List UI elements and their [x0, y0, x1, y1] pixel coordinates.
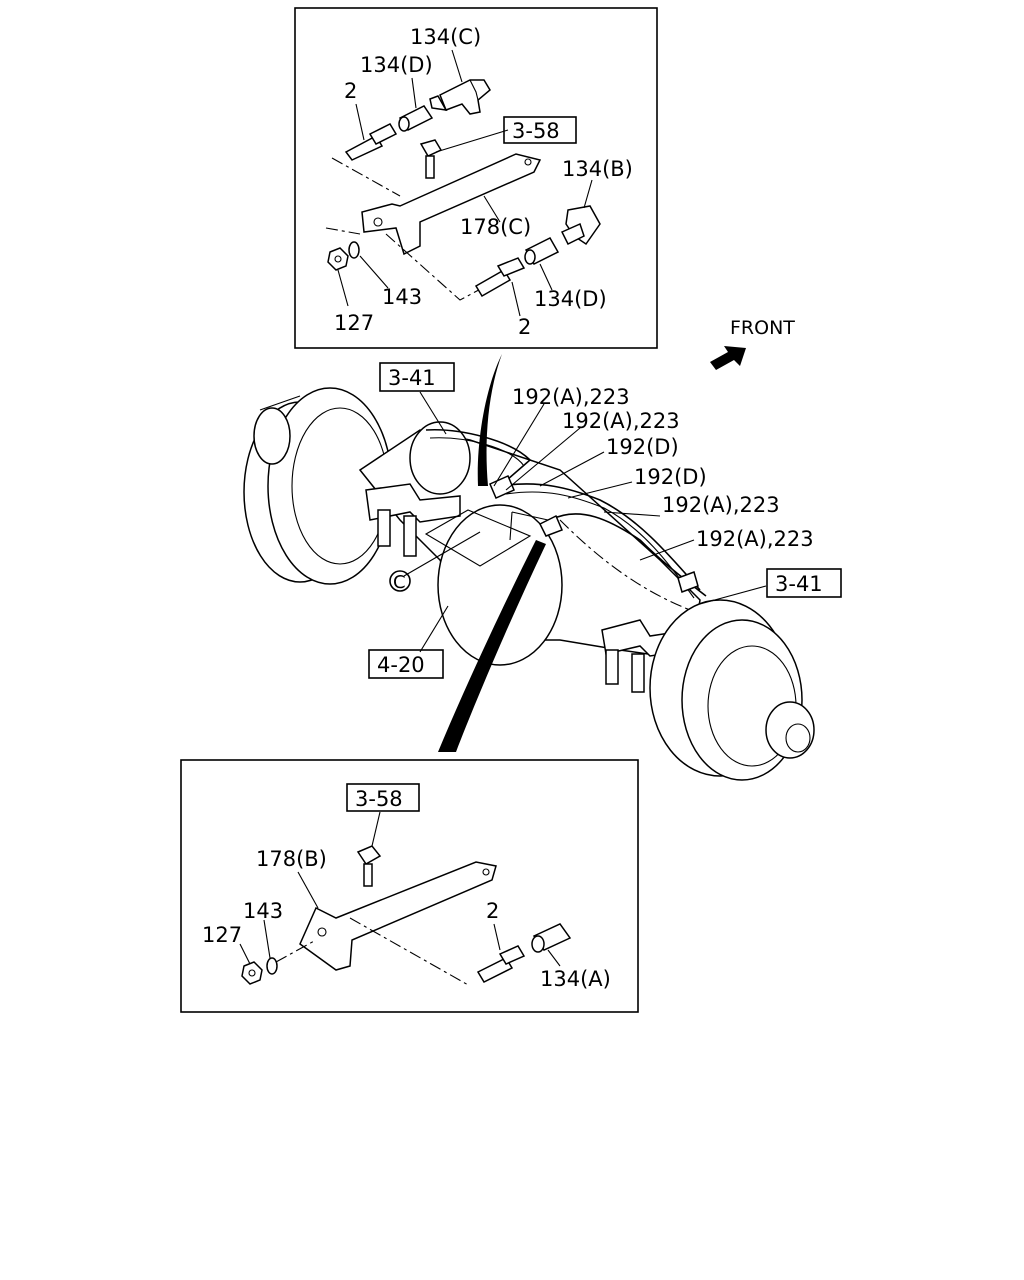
lower-detail-pointer [438, 540, 546, 752]
label-134b: 134(B) [562, 157, 633, 181]
left-brake-drum [243, 387, 393, 585]
pipe-label-5: 192(A),223 [662, 493, 780, 517]
ref-box-4-20-label: 4-20 [377, 653, 425, 677]
washer-143-bottom [266, 957, 278, 975]
front-label: FRONT [730, 317, 795, 339]
brake-pipes [425, 428, 707, 599]
label-134d-bottom: 134(D) [534, 287, 607, 311]
nipple-2-bottom [474, 257, 526, 298]
lower-inset: 3-58 [180, 759, 639, 1013]
washer-143-top [348, 241, 360, 259]
pipe-label-1: 192(A),223 [512, 385, 630, 409]
detail-c-label: C [393, 572, 406, 593]
bolt-top [419, 139, 443, 208]
coupler-134a [531, 923, 572, 953]
upper-inset-frame [294, 7, 658, 349]
front-indicator: FRONT [710, 317, 795, 370]
elbow-fitting-134b [560, 205, 601, 246]
upper-detail-pointer [477, 354, 502, 486]
bracket-178c [361, 153, 542, 256]
ref-box-3-58-top-label: 3-58 [512, 119, 560, 143]
label-178c: 178(C) [460, 215, 531, 239]
ref-box-3-41-left-label: 3-41 [388, 366, 436, 390]
label-178b: 178(B) [256, 847, 327, 871]
label-127-top: 127 [334, 311, 374, 335]
bracket-178b [299, 861, 497, 971]
upper-inset: 3-58 134(C) 134(D) 2 134(B) 178(C) 143 1… [294, 7, 658, 349]
ref-box-3-58-bottom-label: 3-58 [355, 787, 403, 811]
front-arrow-icon [710, 346, 746, 370]
label-2-bottom: 2 [518, 315, 531, 339]
axle-housing [358, 421, 701, 666]
axle-assembly: 3-41 3-41 4-20 C 192(A),223 192(A),223 1… [243, 354, 842, 781]
bolt-bottom [356, 845, 382, 920]
ref-box-3-41-right-label: 3-41 [775, 572, 823, 596]
label-143-top: 143 [382, 285, 422, 309]
nipple-2-top [344, 123, 398, 161]
coupler-134d-bottom [524, 237, 560, 265]
pipe-label-4: 192(D) [634, 465, 707, 489]
label-127-bottom: 127 [202, 923, 242, 947]
lower-inset-frame [180, 759, 639, 1013]
label-134c: 134(C) [410, 25, 481, 49]
nipple-2-lower [476, 945, 526, 983]
coupler-134d-top [398, 105, 434, 132]
label-134a: 134(A) [540, 967, 611, 991]
nut-127-top [327, 247, 349, 271]
label-134d-top: 134(D) [360, 53, 433, 77]
pipe-label-6: 192(A),223 [696, 527, 814, 551]
ref-box-3-58-bottom [346, 783, 420, 812]
ref-box-3-41-right [766, 568, 842, 598]
right-brake-drum [649, 599, 815, 781]
pipe-label-2: 192(A),223 [562, 409, 680, 433]
left-spring-seat [365, 483, 461, 557]
ref-box-3-41-left [379, 362, 455, 392]
detail-c-marker [389, 570, 411, 592]
pipe-label-3: 192(D) [606, 435, 679, 459]
nut-127-bottom [241, 961, 263, 985]
label-143-bottom: 143 [243, 899, 283, 923]
ref-box-4-20 [368, 649, 444, 679]
ref-box-3-58-top [503, 116, 577, 144]
label-2-lower: 2 [486, 899, 499, 923]
label-2-top: 2 [344, 79, 357, 103]
tee-fitting-134c [429, 79, 491, 115]
